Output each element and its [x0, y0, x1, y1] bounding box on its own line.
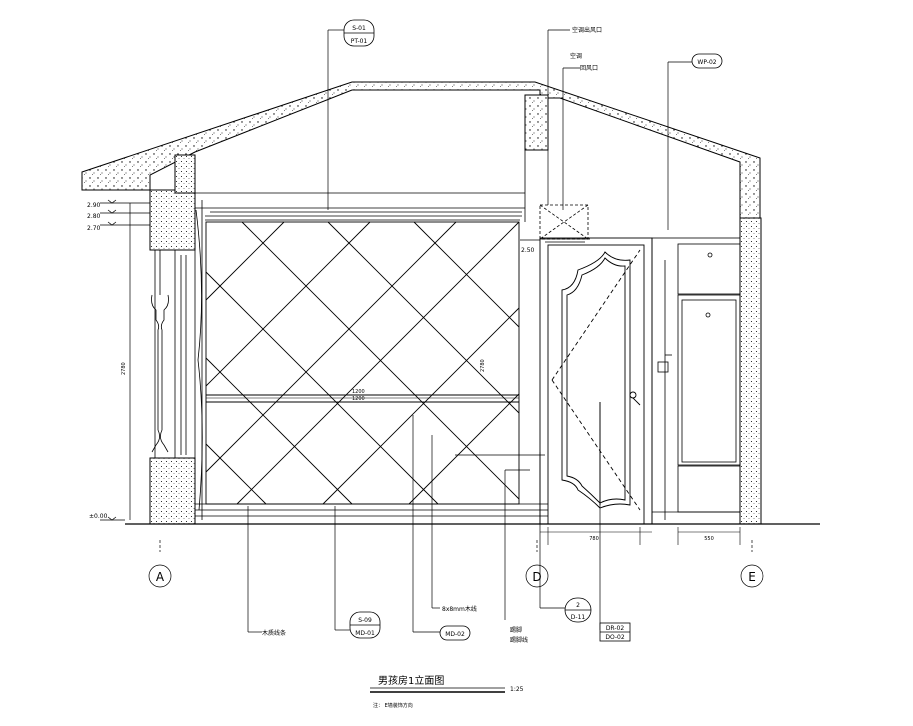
tag-door-top: DR-02	[606, 625, 625, 632]
label-sill-note: 木质线条	[262, 629, 286, 637]
tag-s01-top: S-01	[352, 25, 366, 32]
dimension-lines	[206, 397, 741, 545]
roof-slab	[81, 81, 761, 219]
tag-door-bottom: DO-02	[605, 634, 624, 641]
right-wall	[739, 217, 762, 525]
grid-label-a: A	[156, 570, 165, 584]
diamond-panel	[205, 221, 520, 505]
tag-detail-top: 2	[576, 602, 580, 609]
drawing-title: 男孩房1立面图	[378, 674, 444, 687]
level-floor: ±0.00	[89, 513, 108, 520]
label-base-note1: 踢脚	[510, 626, 522, 634]
wardrobe	[651, 237, 741, 525]
grid-label-d: D	[532, 570, 541, 584]
label-return-air: 回风口	[580, 65, 598, 72]
tag-detail-bottom: D-11	[571, 614, 586, 621]
tag-s09-top: S-09	[358, 617, 372, 624]
level-l2: 2.80	[87, 213, 101, 220]
ac-unit	[539, 204, 590, 243]
level-ac: 2.50	[521, 247, 535, 254]
leader-lines	[247, 29, 692, 633]
tag-bubbles	[343, 19, 723, 642]
tag-md02: MD-02	[445, 631, 465, 638]
level-l1: 2.90	[87, 202, 101, 209]
drawing-subtitle: 注： E墙装饰方向	[373, 702, 413, 709]
label-ac-outlet: 空调出风口	[572, 26, 602, 34]
grid-axes	[148, 540, 764, 588]
dim-height-right: 2780	[480, 359, 486, 372]
pilaster	[151, 250, 187, 458]
tag-s01-bottom: PT-01	[351, 38, 368, 45]
grid-label-e: E	[748, 570, 756, 584]
cornice	[195, 150, 526, 222]
door	[539, 237, 653, 525]
drawing-scale: 1:25	[510, 686, 524, 693]
tag-wp02: WP-02	[697, 59, 716, 66]
level-markers	[100, 199, 540, 521]
baseboard	[195, 503, 548, 517]
label-base-note2: 踢脚线	[510, 636, 528, 644]
dim-width-panel-1: 1200	[352, 389, 365, 395]
dim-door-width: 780	[589, 536, 599, 542]
curtain	[194, 195, 203, 524]
dim-cabinet-width: 550	[704, 536, 714, 542]
level-l3: 2.70	[87, 225, 101, 232]
label-ac: 空调	[570, 52, 582, 60]
dim-width-panel-2: 1200	[352, 396, 365, 402]
dim-height-left: 2780	[121, 362, 127, 375]
title-block	[370, 687, 505, 693]
left-wall	[149, 154, 196, 525]
label-mirror-note: 8x8mm木线	[442, 605, 477, 613]
tag-s09-bottom: MD-01	[355, 630, 375, 637]
